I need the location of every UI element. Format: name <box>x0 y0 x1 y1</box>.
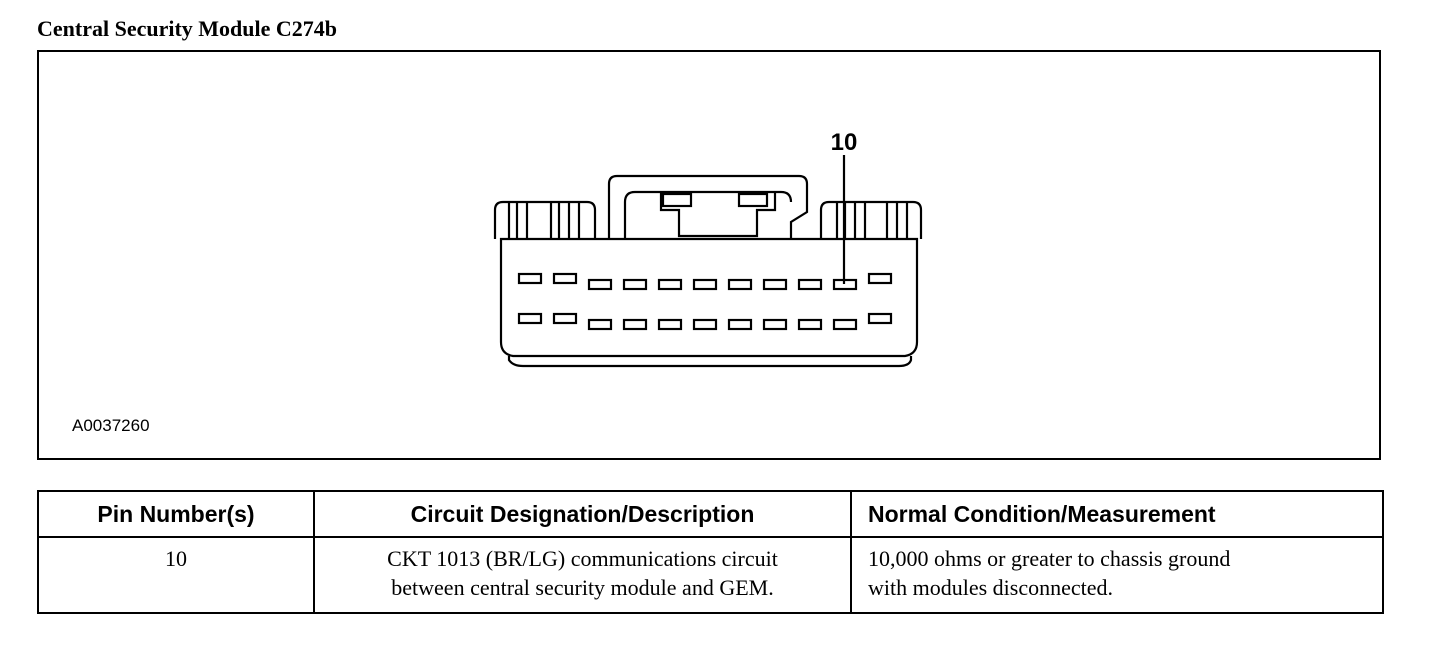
connector-drawing: 10 <box>493 129 923 368</box>
cell-description: CKT 1013 (BR/LG) communications circuit … <box>313 536 852 614</box>
page-title: Central Security Module C274b <box>37 16 338 41</box>
pin-cavity <box>587 278 613 291</box>
pin-cavity <box>657 318 683 331</box>
lock-tab-inner <box>623 190 793 239</box>
figure-code: A0037260 <box>72 416 150 435</box>
condition-line: with modules disconnected. <box>868 575 1114 600</box>
pin-cavity <box>657 278 683 291</box>
pin-cavity <box>762 318 788 331</box>
header-circuit-description: Circuit Designation/Description <box>313 490 852 538</box>
pin-cavity <box>797 318 823 331</box>
lock-window-left <box>661 192 693 208</box>
pin-cavity <box>692 278 718 291</box>
pin-cavity <box>797 278 823 291</box>
right-latch-ribs <box>835 202 909 239</box>
lock-window <box>659 192 777 238</box>
pin-cavity <box>867 312 893 325</box>
condition-line: 10,000 ohms or greater to chassis ground <box>868 546 1231 571</box>
pin-cavity <box>832 278 858 291</box>
left-latch-ribs <box>507 202 581 239</box>
table-header-row: Pin Number(s) Circuit Designation/Descri… <box>37 490 1384 538</box>
table-row: 10 CKT 1013 (BR/LG) communications circu… <box>37 536 1384 614</box>
connector-body <box>499 237 919 358</box>
pin-cavity <box>552 312 578 325</box>
connector-base-lip <box>507 356 913 368</box>
pin-callout: 10 <box>831 129 858 156</box>
header-pin-numbers: Pin Number(s) <box>37 490 315 538</box>
pin-cavity <box>867 272 893 285</box>
pin-cavity <box>517 272 543 285</box>
pin-cavity <box>622 318 648 331</box>
lock-window-right <box>737 192 769 208</box>
pin-cavity <box>587 318 613 331</box>
left-latch-housing <box>493 200 597 239</box>
header-normal-condition: Normal Condition/Measurement <box>850 490 1384 538</box>
pin-cavity <box>692 318 718 331</box>
cell-pin: 10 <box>37 536 315 614</box>
pin-cavity <box>622 278 648 291</box>
pin-cavity <box>832 318 858 331</box>
cell-condition: 10,000 ohms or greater to chassis ground… <box>850 536 1384 614</box>
pin-cavity <box>762 278 788 291</box>
pin-number: 10 <box>165 546 187 571</box>
connector-diagram: 10 A0037260 <box>37 50 1381 460</box>
pin-cavity <box>517 312 543 325</box>
description-line: between central security module and GEM. <box>391 575 774 600</box>
pin-table: Pin Number(s) Circuit Designation/Descri… <box>37 490 1384 614</box>
pin-cavity <box>727 318 753 331</box>
connector-cavities <box>517 272 893 331</box>
right-latch-housing <box>819 200 923 239</box>
description-line: CKT 1013 (BR/LG) communications circuit <box>387 546 778 571</box>
pin-cavity <box>552 272 578 285</box>
lock-tab <box>607 174 809 239</box>
pin-cavity <box>727 278 753 291</box>
